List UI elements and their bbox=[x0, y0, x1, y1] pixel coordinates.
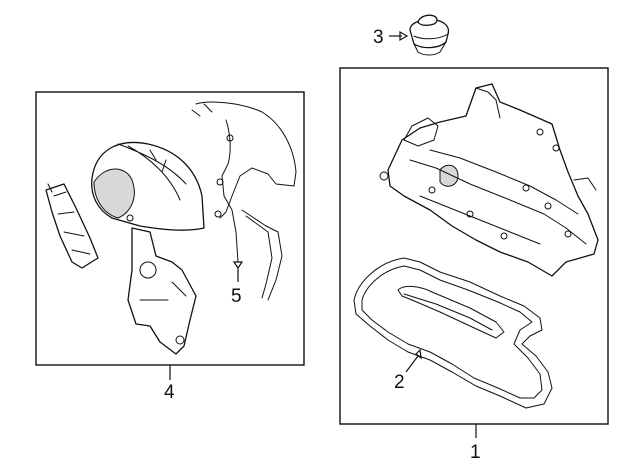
callout-3-label: 3 bbox=[373, 27, 384, 48]
oil-filler-cap-illustration bbox=[409, 14, 450, 56]
callout-3-arrowhead bbox=[399, 30, 409, 42]
callout-2-label: 2 bbox=[394, 372, 405, 393]
callout-2-arrowhead bbox=[415, 348, 422, 360]
callout-5-label: 5 bbox=[231, 286, 242, 307]
callout-5-arrowhead bbox=[232, 261, 244, 270]
timing-cover-illustration bbox=[45, 141, 205, 355]
timing-cover-gasket-illustration bbox=[191, 101, 297, 301]
valve-cover-gasket-illustration bbox=[353, 257, 553, 409]
valve-cover-illustration bbox=[379, 83, 599, 277]
callout-1-label: 1 bbox=[470, 442, 481, 463]
valve-cover-group-box bbox=[339, 67, 609, 425]
callout-2-leader bbox=[405, 355, 419, 373]
callout-4-label: 4 bbox=[164, 382, 175, 403]
